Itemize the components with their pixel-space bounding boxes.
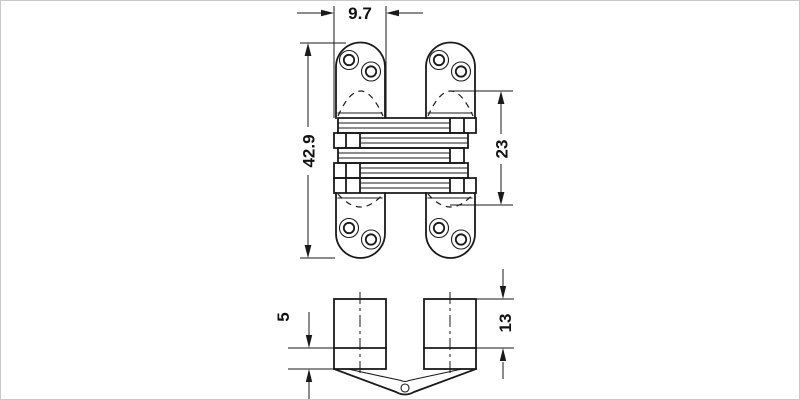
- screw-holes: [338, 49, 472, 250]
- bottom-right-pivot-arc: [427, 193, 474, 208]
- hinge-end-view: [332, 292, 478, 396]
- top-right-pivot-arc: [427, 90, 474, 117]
- dim-total-height: [300, 42, 346, 259]
- opened-leaves-outer: [332, 367, 478, 396]
- bottom-left-flap: [335, 192, 386, 259]
- front-view-dimensions: [297, 6, 513, 259]
- hinge-front-view: [333, 41, 477, 259]
- dim-width: [297, 6, 423, 118]
- dim-edge-distance-label: 5: [274, 312, 293, 321]
- arrow-up-icon: [305, 369, 313, 382]
- arrow-down-icon: [304, 245, 312, 258]
- dimension-labels: 9.7 42.9 23 5 13: [274, 4, 515, 332]
- top-left-pivot-arc: [337, 90, 384, 117]
- pivot-pin-hole: [400, 383, 410, 393]
- flap-ledge-lines: [337, 112, 473, 199]
- dim-link-height: [450, 90, 513, 206]
- arrow-down-icon: [305, 335, 313, 348]
- arrow-down-icon: [497, 192, 505, 205]
- opened-leaves-inner: [347, 368, 463, 383]
- top-right-flap: [425, 41, 476, 119]
- arrow-up-icon: [499, 348, 507, 361]
- dim-total-height-label: 42.9: [300, 134, 319, 167]
- dim-bore-depth-label: 13: [496, 314, 515, 333]
- hinge-knuckle-links: [333, 117, 477, 194]
- dim-edge-distance: [288, 312, 334, 399]
- dim-link-height-label: 23: [493, 140, 512, 159]
- arrow-down-icon: [499, 286, 507, 299]
- arrow-left-icon: [386, 9, 399, 17]
- end-view-dimensions: [288, 269, 514, 399]
- dim-bore-depth: [476, 269, 514, 379]
- dim-width-label: 9.7: [348, 4, 372, 23]
- bottom-left-pivot-arc: [337, 193, 384, 208]
- arrow-right-icon: [321, 9, 334, 17]
- bottom-right-flap: [425, 192, 476, 259]
- arrow-up-icon: [497, 91, 505, 104]
- arrow-up-icon: [304, 43, 312, 56]
- top-left-flap: [335, 41, 386, 119]
